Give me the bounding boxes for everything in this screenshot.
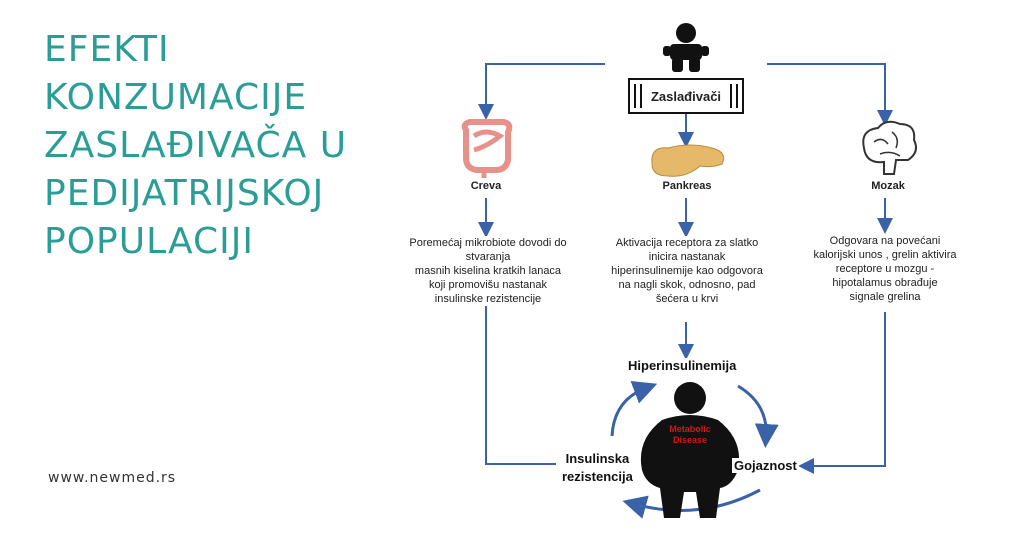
arrow-to-mozak [767,63,893,126]
mozak-description: Odgovara na povećani kalorijski unos , g… [800,234,970,304]
creva-desc-line-4: koji promovišu nastanak [428,279,547,291]
arrow-mozak-gojaznost [798,312,886,474]
pankreas-desc-line-1: Aktivacija receptora za slatko [615,237,759,249]
website-url: www.newmed.rs [48,470,177,486]
creva-label: Creva [470,180,502,192]
mozak-desc-line-1: Odgovara na povećani [829,235,941,247]
intestine-icon [461,119,513,178]
pankreas-desc-line-5: šećera u krvi [655,293,719,305]
figure-text-line-2: Disease [672,435,708,445]
cycle-arrow-bottom [622,488,761,519]
title-line-4: PEDIJATRIJSKOJ [44,173,325,214]
title-line-1: EFEKTI [44,29,170,70]
title-line-3: ZASLAĐIVAČA U [44,125,348,166]
title-line-5: POPULACIJI [44,221,254,262]
insulinska-line-1: Insulinska [565,451,630,466]
creva-description: Poremećaj mikrobiote dovodi do stvaranja… [390,236,586,306]
child-icon [663,23,709,72]
creva-desc-line-1: Poremećaj mikrobiote dovodi do [409,237,567,249]
page-title: EFEKTI KONZUMACIJE ZASLAĐIVAČA U PEDIJAT… [44,26,464,266]
mozak-label: Mozak [871,180,905,192]
mozak-desc-line-5: signale grelina [849,291,921,303]
creva-desc-line-2: stvaranja [465,251,511,263]
pankreas-desc-line-2: inicira nastanak [648,251,726,263]
pankreas-desc-line-3: hiperinsulinemije kao odgovora [611,265,763,277]
arrow-to-creva [478,63,605,120]
creva-desc-line-3: masnih kiselina kratkih lanaca [414,265,562,277]
obese-figure [640,382,740,518]
gojaznost-label: Gojaznost [732,458,799,473]
figure-text: Metabolic Disease [656,424,724,446]
title-line-2: KONZUMACIJE [44,77,308,118]
figure-text-line-1: Metabolic [669,424,711,434]
pankreas-description: Aktivacija receptora za slatko inicira n… [596,236,778,306]
brain-icon [862,120,917,175]
line-creva-insulinska [485,300,556,465]
mozak-desc-line-3: receptore u mozgu - [835,263,935,275]
pankreas-desc-line-4: na nagli skok, odnosno, pad [618,279,756,291]
mozak-desc-line-2: kalorijski unos , grelin aktivira [813,249,957,261]
insulinska-line-2: rezistencija [562,469,633,484]
insulinska-rezistencija-label: Insulinska rezistencija [560,450,635,486]
cycle-arrow-left [610,380,658,437]
hiperinsulinemija-label: Hiperinsulinemija [626,358,739,373]
mozak-desc-line-4: hipotalamus obrađuje [832,277,938,289]
pancreas-icon [651,144,725,177]
pankreas-label: Pankreas [662,180,712,192]
creva-desc-line-5: insulinske rezistencije [434,293,542,305]
sweeteners-box: Zaslađivači [628,78,744,114]
cycle-arrow-right [737,384,779,448]
